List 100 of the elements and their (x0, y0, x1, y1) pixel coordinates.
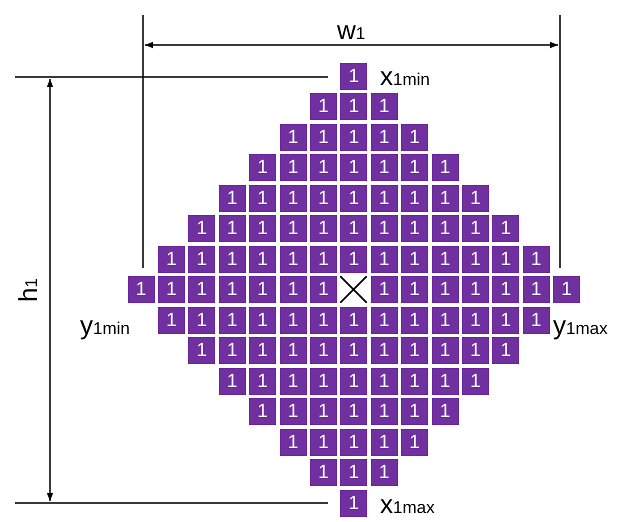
grid-cell: 1 (432, 246, 458, 272)
grid-cell: 1 (218, 368, 246, 394)
grid-cell: 1 (280, 184, 306, 212)
grid-cell: 1 (401, 184, 428, 212)
grid-cell: 1 (340, 154, 368, 181)
grid-cell: 1 (188, 276, 216, 303)
grid-cell: 1 (340, 337, 368, 364)
grid-cell: 1 (280, 276, 306, 303)
grid-cell: 1 (218, 215, 246, 242)
grid-cell: 1 (340, 246, 368, 272)
grid-cell: 1 (280, 154, 306, 181)
grid-cell: 1 (249, 276, 276, 303)
grid-cell: 1 (462, 184, 489, 212)
grid-cell: 1 (249, 154, 276, 181)
grid-cell: 1 (401, 337, 428, 364)
grid-cell: 1 (310, 215, 337, 242)
grid-cell: 1 (310, 337, 337, 364)
grid-cell: 1 (370, 154, 398, 181)
grid-cell: 1 (280, 215, 306, 242)
grid-cell: 1 (280, 428, 306, 456)
grid-cell: 1 (401, 428, 428, 456)
grid-cell: 1 (249, 184, 276, 212)
grid-cell: 1 (218, 337, 246, 364)
grid-cell: 1 (370, 276, 398, 303)
grid-cell: 1 (370, 368, 398, 394)
grid-cell: 1 (310, 459, 337, 486)
grid-cell: 1 (522, 246, 550, 272)
grid-cell: 1 (462, 337, 489, 364)
crossed-cell (340, 276, 368, 303)
grid-cell: 1 (370, 124, 398, 150)
grid-cell: 1 (310, 246, 337, 272)
grid-cell: 1 (401, 124, 428, 150)
grid-cell: 1 (370, 306, 398, 334)
grid-cell: 1 (522, 306, 550, 334)
grid-cell: 1 (249, 246, 276, 272)
grid-cell: 1 (492, 306, 520, 334)
grid-cell: 1 (340, 368, 368, 394)
grid-cell: 1 (401, 276, 428, 303)
grid-cell: 1 (158, 276, 185, 303)
grid-cell: 1 (340, 124, 368, 150)
grid-cell: 1 (340, 428, 368, 456)
grid-cell: 1 (462, 368, 489, 394)
grid-cell: 1 (492, 276, 520, 303)
grid-cell: 1 (310, 93, 337, 120)
grid-cell: 1 (370, 398, 398, 425)
grid-cell: 1 (340, 398, 368, 425)
grid-cell: 1 (432, 398, 458, 425)
grid-cell: 1 (340, 306, 368, 334)
grid-cell: 1 (280, 368, 306, 394)
grid-cell: 1 (310, 184, 337, 212)
grid-cell: 1 (188, 337, 216, 364)
grid-cell: 1 (218, 276, 246, 303)
grid-cell: 1 (188, 246, 216, 272)
grid-cell: 1 (310, 368, 337, 394)
grid-cell: 1 (401, 306, 428, 334)
grid-cell: 1 (310, 306, 337, 334)
grid-cell: 1 (370, 428, 398, 456)
grid-cell: 1 (370, 215, 398, 242)
grid-cell: 1 (310, 276, 337, 303)
grid-cell: 1 (462, 246, 489, 272)
grid-cell: 1 (310, 398, 337, 425)
grid-cell: 1 (340, 184, 368, 212)
grid-cell: 1 (249, 368, 276, 394)
grid-cell: 1 (280, 124, 306, 150)
grid-cell: 1 (401, 215, 428, 242)
grid-cell: 1 (401, 368, 428, 394)
grid-cell: 1 (432, 368, 458, 394)
grid-cell: 1 (280, 398, 306, 425)
grid-cell: 1 (280, 306, 306, 334)
grid-cell: 1 (401, 246, 428, 272)
grid-cell: 1 (249, 337, 276, 364)
grid-cell: 1 (158, 246, 185, 272)
grid-cell: 1 (340, 93, 368, 120)
grid-cell: 1 (522, 276, 550, 303)
grid-cell: 1 (553, 276, 580, 303)
grid-cell: 1 (218, 246, 246, 272)
grid-cell: 1 (310, 428, 337, 456)
grid-cell: 1 (370, 459, 398, 486)
grid-cell: 1 (432, 306, 458, 334)
grid-cell: 1 (370, 93, 398, 120)
grid-cell: 1 (432, 337, 458, 364)
grid-cell: 1 (340, 215, 368, 242)
grid-cell: 1 (432, 276, 458, 303)
grid-cell: 1 (370, 184, 398, 212)
grid-cell: 1 (249, 215, 276, 242)
grid-cell: 1 (188, 215, 216, 242)
grid-cell: 1 (370, 246, 398, 272)
grid-cell: 1 (280, 337, 306, 364)
grid-cell: 1 (218, 184, 246, 212)
grid-cell: 1 (340, 490, 368, 516)
grid-cell: 1 (188, 306, 216, 334)
grid-cell: 1 (370, 337, 398, 364)
grid-cell: 1 (462, 215, 489, 242)
grid-cell: 1 (432, 215, 458, 242)
grid-cell: 1 (401, 154, 428, 181)
grid-cell: 1 (462, 276, 489, 303)
grid-cell: 1 (432, 154, 458, 181)
grid-cell: 1 (158, 306, 185, 334)
grid-cell: 1 (128, 276, 154, 303)
grid-cell: 1 (310, 124, 337, 150)
